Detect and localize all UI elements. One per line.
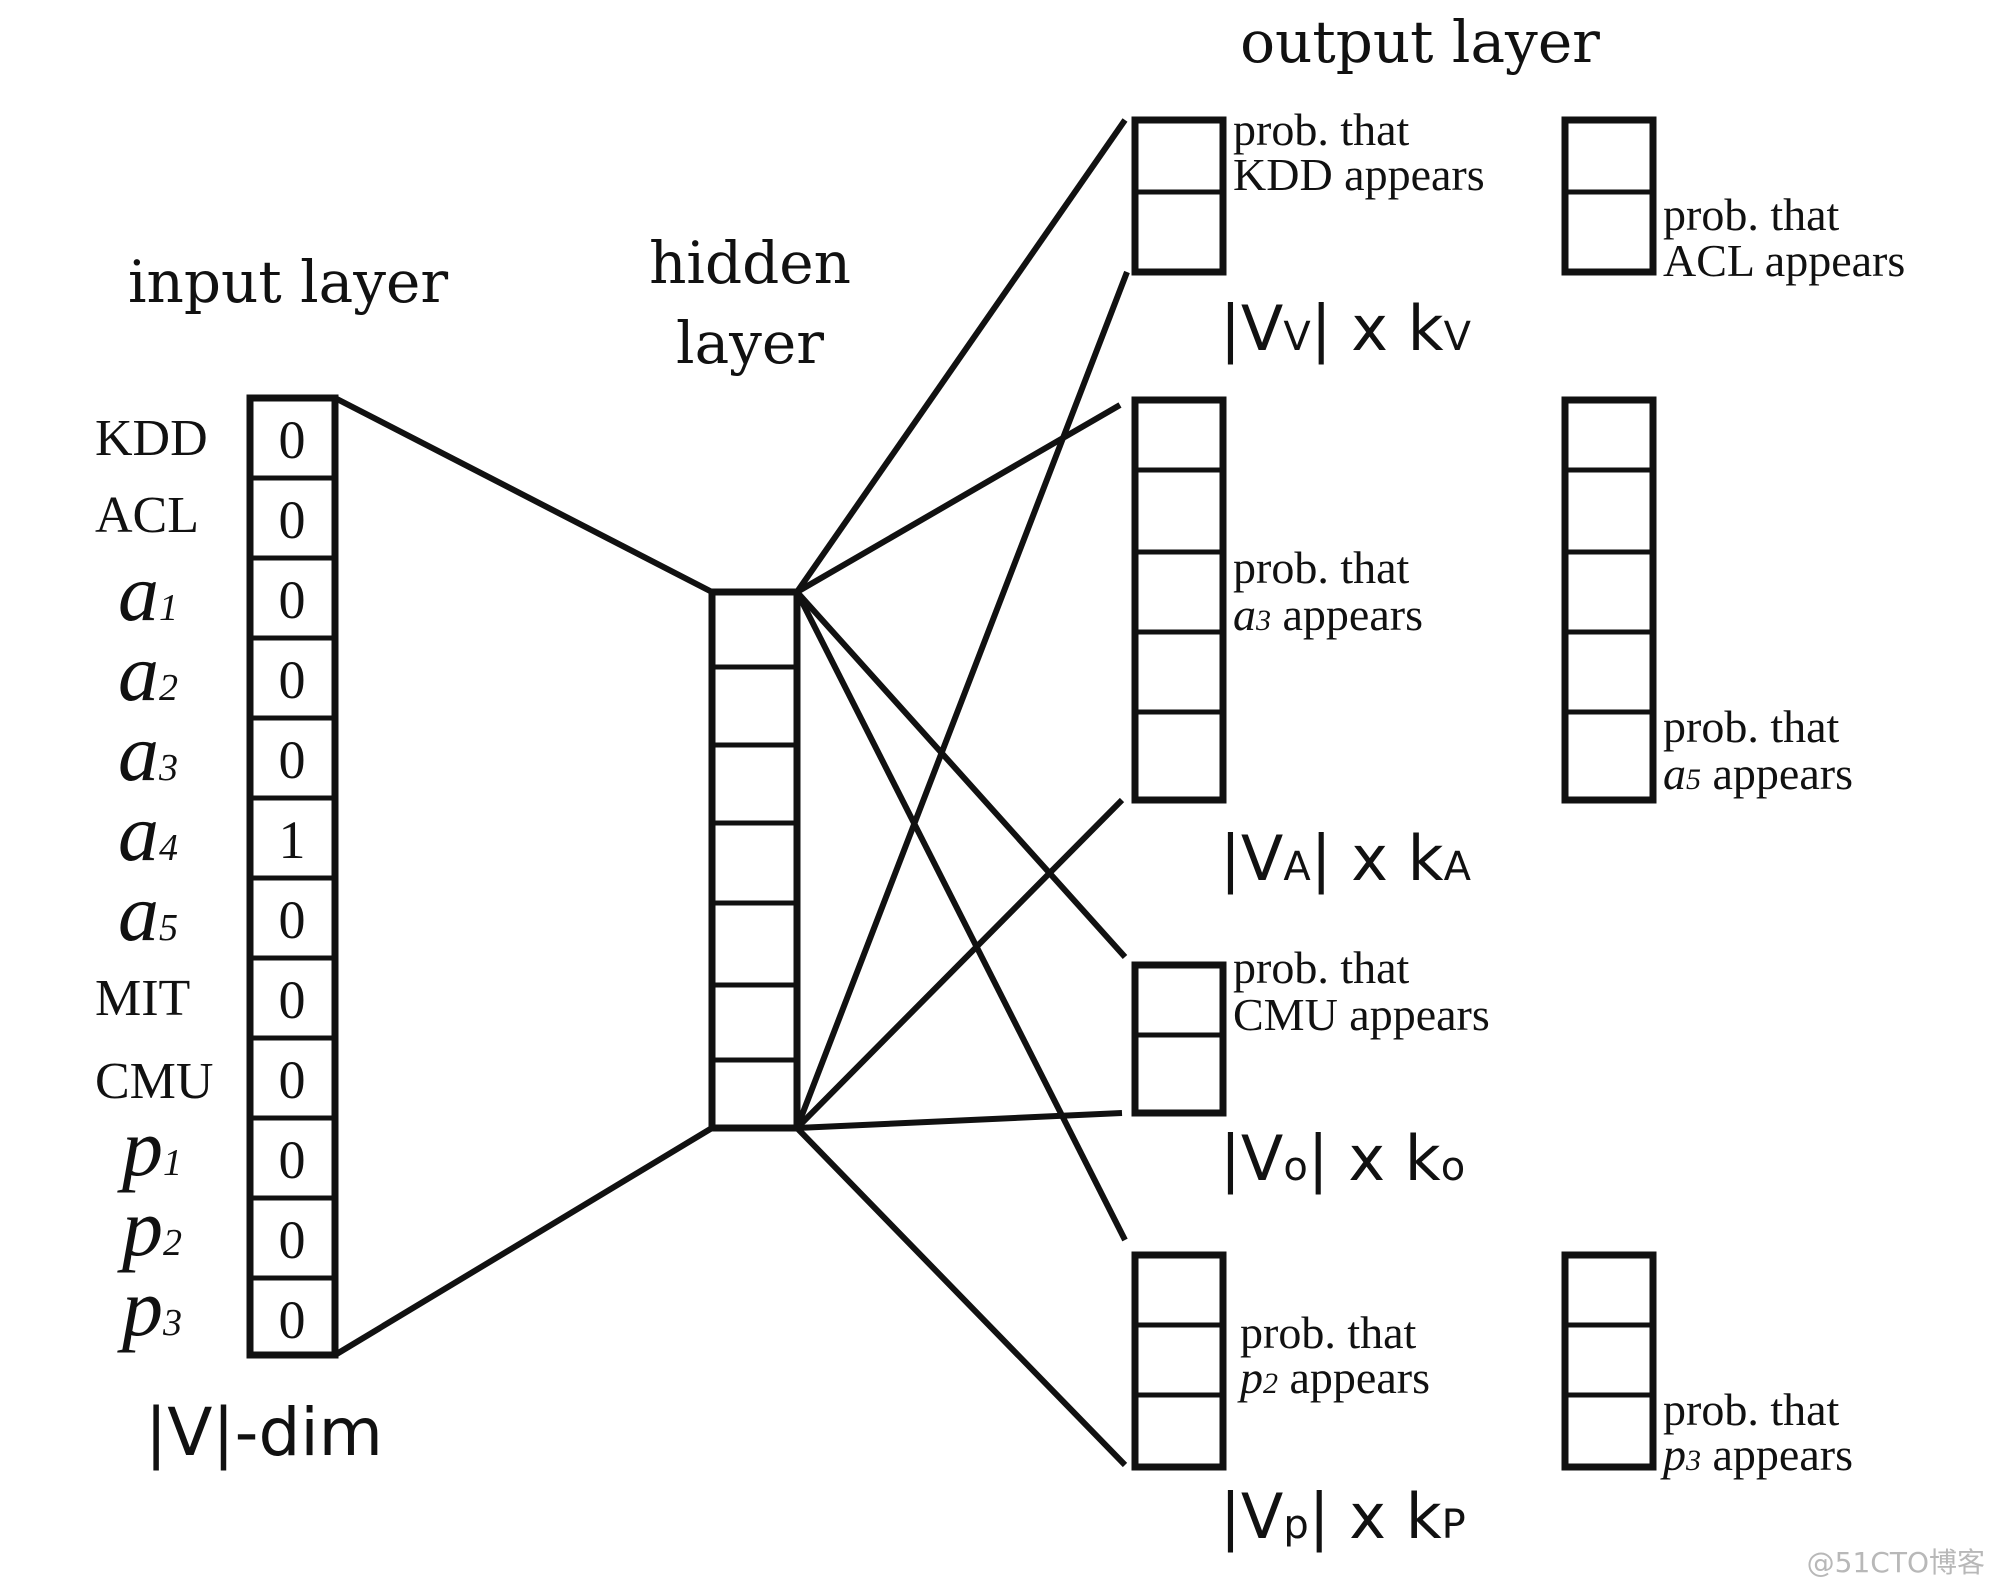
edge-input-bottom-to-hidden-bottom xyxy=(333,1125,714,1358)
input-label-p3: p3 xyxy=(117,1262,182,1353)
input-label-a3: a3 xyxy=(118,707,178,798)
input-value-a5: 0 xyxy=(279,890,306,950)
output-dim-vp: |Vp| x kP xyxy=(1220,1480,1466,1554)
input-value-p3: 0 xyxy=(279,1290,306,1350)
hidden-vector xyxy=(708,588,801,1132)
edge-hidden-top-to-vv-top xyxy=(794,118,1128,594)
input-value-mit: 0 xyxy=(279,970,306,1030)
hidden-to-output-edges xyxy=(794,118,1130,1468)
input-label-cmu: CMU xyxy=(95,1053,213,1110)
note-acl-line2: ACL appears xyxy=(1663,235,1905,286)
input-value-a1: 0 xyxy=(279,570,306,630)
edge-hidden-bottom-to-va-bottom xyxy=(794,797,1125,1131)
output-vector-va-2 xyxy=(1561,396,1657,804)
output-group-paper: prob. that p2 appears prob. that p3 appe… xyxy=(1131,1251,1853,1554)
input-label-a2: a2 xyxy=(118,627,178,718)
input-layer-title: input layer xyxy=(128,248,448,316)
note-a3-line1: prob. that xyxy=(1233,542,1410,593)
input-value-acl: 0 xyxy=(279,490,306,550)
input-label-p2: p2 xyxy=(117,1182,182,1273)
output-group-organization: prob. that CMU appears |Vo| x ko xyxy=(1131,942,1490,1196)
input-label-mit: MIT xyxy=(95,970,190,1027)
input-value-a4: 1 xyxy=(279,810,306,870)
edge-hidden-top-to-vo-top xyxy=(794,589,1128,960)
edge-hidden-top-to-va-top xyxy=(795,402,1122,595)
note-acl-line1: prob. that xyxy=(1663,189,1840,240)
input-value-a3: 0 xyxy=(279,730,306,790)
input-label-acl: ACL xyxy=(95,487,199,544)
input-value-a2: 0 xyxy=(279,650,306,710)
output-group-venue: prob. that KDD appears prob. that ACL ap… xyxy=(1131,104,1905,366)
input-label-p1: p1 xyxy=(117,1102,182,1193)
input-labels: KDD ACL a1 a2 a3 a4 a5 MIT CMU p1 p2 p3 … xyxy=(95,410,383,1471)
input-value-cmu: 0 xyxy=(279,1050,306,1110)
output-layer-title: output layer xyxy=(1240,8,1600,76)
edge-input-top-to-hidden-top xyxy=(333,395,714,595)
output-vector-va-1 xyxy=(1131,396,1227,804)
output-group-author: prob. that a3 appears prob. that a5 appe… xyxy=(1131,396,1853,896)
output-vector-vv-1 xyxy=(1131,116,1227,276)
watermark-text: @51CTO博客 xyxy=(1807,1546,1985,1579)
input-label-a5: a5 xyxy=(118,867,178,958)
note-p3-line2: p3 appears xyxy=(1660,1429,1853,1480)
input-dim-label: |V|-dim xyxy=(145,1394,383,1471)
input-label-a4: a4 xyxy=(118,787,178,878)
output-vector-vo-1 xyxy=(1131,961,1227,1117)
note-p2-line2: p2 appears xyxy=(1237,1352,1430,1403)
note-kdd-line1: prob. that xyxy=(1233,104,1410,155)
input-value-p1: 0 xyxy=(279,1130,306,1190)
hidden-layer-title-line1: hidden xyxy=(649,229,851,297)
edge-hidden-bottom-to-vo-bottom xyxy=(796,1110,1123,1131)
input-to-hidden-edges xyxy=(333,395,714,1358)
input-label-a1: a1 xyxy=(118,547,178,638)
output-vector-vv-2 xyxy=(1561,116,1657,276)
input-value-kdd: 0 xyxy=(279,410,306,470)
edge-hidden-top-to-vp-top xyxy=(794,590,1128,1242)
hidden-layer-title-line2: layer xyxy=(676,309,824,377)
edge-hidden-bottom-to-vp-bottom xyxy=(794,1125,1128,1468)
note-a5-line1: prob. that xyxy=(1663,701,1840,752)
output-dim-vo: |Vo| x ko xyxy=(1220,1122,1465,1196)
output-vector-vp-2 xyxy=(1561,1251,1657,1471)
hidden-vector-box xyxy=(708,588,801,1132)
note-p2-line1: prob. that xyxy=(1240,1307,1417,1358)
output-dim-vv: |VV| x kV xyxy=(1220,292,1472,366)
input-value-p2: 0 xyxy=(279,1210,306,1270)
input-vector: 0 0 0 0 0 1 0 0 0 0 0 0 xyxy=(246,394,339,1359)
note-kdd-line2: KDD appears xyxy=(1233,149,1485,200)
output-dim-va: |VA| x kA xyxy=(1220,822,1472,896)
input-label-kdd: KDD xyxy=(95,410,208,467)
note-cmu-line2: CMU appears xyxy=(1233,989,1490,1040)
edge-hidden-bottom-to-vv-bottom xyxy=(794,270,1130,1130)
note-a3-line2: a3 appears xyxy=(1233,589,1423,640)
note-p3-line1: prob. that xyxy=(1663,1384,1840,1435)
note-a5-line2: a5 appears xyxy=(1663,748,1853,799)
note-cmu-line1: prob. that xyxy=(1233,942,1410,993)
output-vector-vp-1 xyxy=(1131,1251,1227,1471)
